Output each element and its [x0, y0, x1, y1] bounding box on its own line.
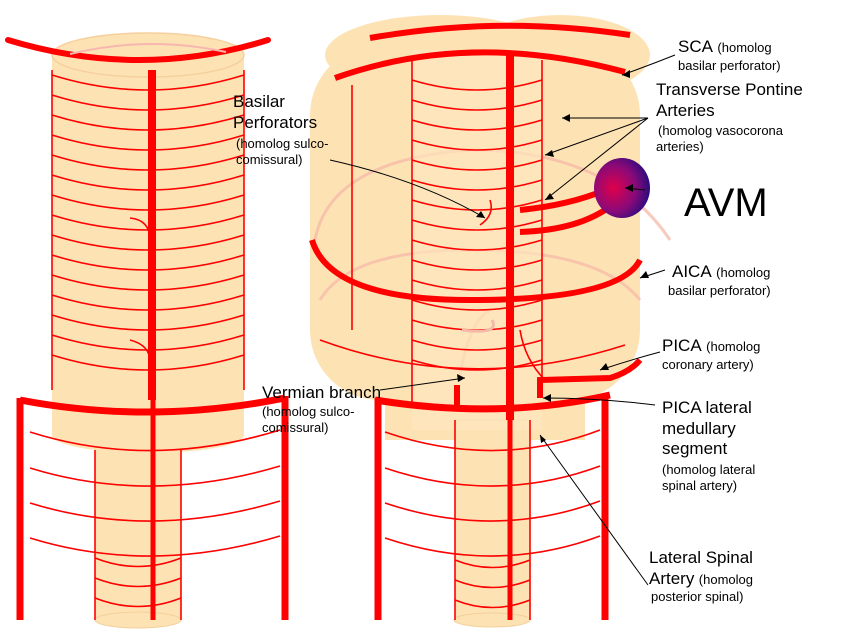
pica-lateral-label: PICA lateral medullary segment (homolog … — [662, 398, 755, 494]
pica-sub-2: coronary artery) — [662, 356, 754, 372]
vermian-sub-1: (homolog sulco- — [262, 403, 355, 419]
left-lower-rings — [29, 429, 281, 620]
transverse-sub-1: (homolog vasocorona — [658, 123, 784, 139]
pica-label: PICA (homolog coronary artery) — [662, 336, 760, 373]
lateral-spinal-sub-2: posterior spinal) — [651, 589, 744, 605]
right-brainstem-model — [309, 15, 672, 628]
right-lower-rings — [384, 420, 601, 620]
lateral-spinal-label: Lateral Spinal Artery (homolog posterior… — [649, 548, 753, 605]
left-spinal-cord-model — [5, 32, 289, 629]
vermian-branch-label: Vermian branch (homolog sulco- comissura… — [262, 383, 381, 435]
right-ring-arteries — [319, 60, 626, 405]
pica-artery — [537, 357, 643, 398]
pica-sub-inline: (homolog — [706, 339, 761, 354]
sca-title: SCA — [678, 37, 713, 56]
lateral-spinal-title-2: Artery — [649, 568, 695, 588]
avm-label: AVM — [684, 181, 768, 225]
pica-lateral-sub-1: (homolog lateral — [662, 462, 756, 478]
aica-artery — [309, 239, 643, 304]
transverse-pontine-label: Transverse Pontine Arteries (homolog vas… — [656, 80, 803, 155]
lateral-spinal-sub-inline: (homolog — [698, 571, 753, 587]
lateral-spinal-title-1: Lateral Spinal — [649, 548, 753, 567]
transverse-title-2: Arteries — [656, 100, 715, 120]
aica-label: AICA (homolog basilar perforator) — [668, 262, 771, 299]
pica-lateral-title-3: segment — [662, 439, 728, 459]
right-collar-artery — [374, 391, 611, 413]
pica-lateral-title-2: medullary — [662, 418, 736, 438]
basilar-title-2: Perforators — [233, 112, 318, 132]
basilar-title-1: Basilar — [233, 92, 285, 111]
basilar-sub-2: comissural) — [236, 152, 303, 168]
aica-title: AICA — [672, 262, 712, 281]
vermian-sub-2: comissural) — [262, 419, 329, 435]
aica-sub-2: basilar perforator) — [668, 282, 771, 298]
pica-title: PICA — [662, 336, 702, 355]
sca-artery — [369, 22, 631, 41]
basilar-sub-1: (homolog sulco- — [236, 136, 329, 152]
aica-sub-inline: (homolog — [716, 265, 771, 280]
pica-lateral-sub-2: spinal artery) — [662, 478, 738, 494]
sca-label: SCA (homolog basilar perforator) — [678, 37, 781, 74]
left-top-arc-artery — [5, 37, 271, 63]
vermian-title: Vermian branch — [262, 383, 382, 402]
annotation-pointers — [329, 54, 676, 586]
sca-sub-inline: (homolog — [717, 40, 772, 55]
basilar-perforators-label: Basilar Perforators (homolog sulco- comi… — [233, 92, 329, 168]
sca-lower-arc — [333, 49, 626, 81]
avm-blob-icon — [594, 158, 650, 218]
transverse-sub-2: arteries) — [656, 139, 704, 155]
pointer-arrowheads — [457, 70, 649, 443]
pica-lateral-title-1: PICA lateral — [662, 398, 752, 417]
sca-sub-2: basilar perforator) — [678, 57, 781, 73]
transverse-title-1: Transverse Pontine — [656, 80, 803, 99]
